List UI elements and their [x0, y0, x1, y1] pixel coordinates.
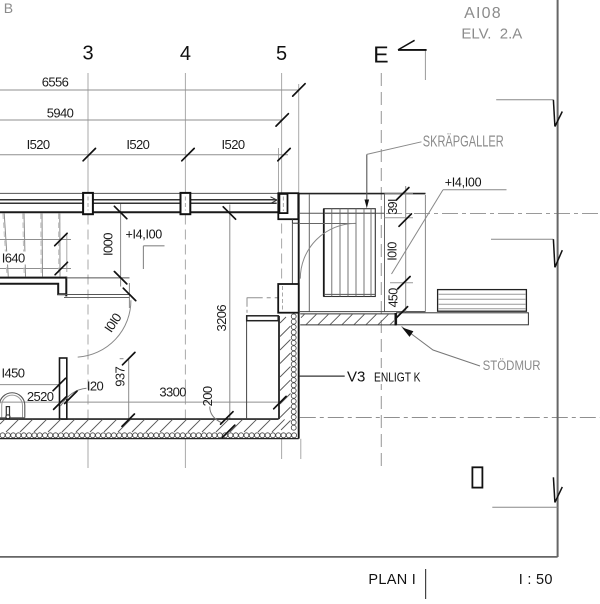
- svg-text:I : 50: I : 50: [519, 572, 553, 588]
- svg-text:STÖDMUR: STÖDMUR: [483, 358, 541, 373]
- svg-text:2520: 2520: [27, 389, 54, 404]
- svg-text:5940: 5940: [47, 106, 74, 121]
- svg-text:B: B: [4, 0, 13, 16]
- svg-text:I20: I20: [87, 378, 104, 393]
- svg-text:4: 4: [180, 43, 191, 65]
- svg-text:5: 5: [276, 43, 287, 65]
- svg-text:ELV. 2.A: ELV. 2.A: [461, 26, 522, 43]
- svg-text:+I4,I00: +I4,I00: [445, 176, 482, 190]
- svg-text:SKRÄPGALLER: SKRÄPGALLER: [423, 131, 504, 150]
- svg-text:3: 3: [82, 43, 93, 65]
- svg-text:I0I0: I0I0: [101, 310, 124, 335]
- svg-text:3300: 3300: [159, 384, 186, 399]
- svg-text:AI08: AI08: [464, 5, 502, 22]
- svg-text:I520: I520: [126, 137, 149, 152]
- svg-text:ENLIGT K: ENLIGT K: [374, 372, 421, 385]
- svg-text:PLAN I: PLAN I: [368, 572, 416, 588]
- svg-text:I000: I000: [100, 233, 115, 256]
- svg-text:I0I0: I0I0: [386, 242, 400, 261]
- svg-text:3206: 3206: [214, 305, 229, 332]
- svg-text:450: 450: [387, 288, 401, 308]
- svg-text:I450: I450: [1, 366, 24, 381]
- svg-text:E: E: [373, 41, 388, 67]
- svg-text:I520: I520: [222, 137, 245, 152]
- svg-text:I520: I520: [27, 137, 50, 152]
- svg-text:39I: 39I: [386, 199, 400, 215]
- svg-text:I640: I640: [2, 251, 25, 266]
- svg-text:+I4,I00: +I4,I00: [125, 228, 162, 242]
- svg-text:200: 200: [200, 386, 215, 406]
- svg-text:937: 937: [113, 366, 128, 386]
- svg-text:V3: V3: [347, 369, 365, 386]
- svg-text:6556: 6556: [42, 75, 69, 90]
